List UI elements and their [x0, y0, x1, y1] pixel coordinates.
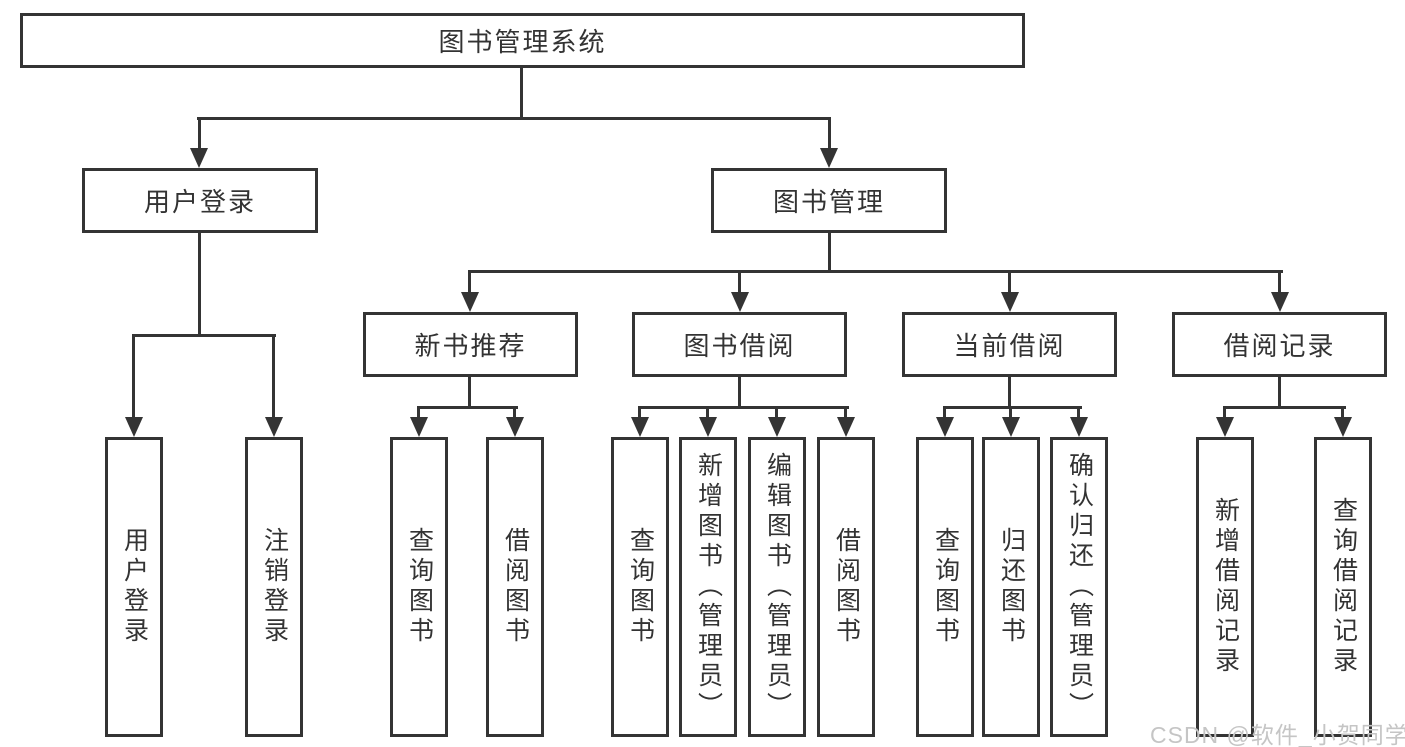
leaf-return-books: 归还图书	[982, 437, 1040, 737]
connector-line	[197, 117, 831, 120]
leaf-add-borrow-record: 新增借阅记录	[1196, 437, 1254, 737]
arrow-down-icon	[768, 417, 786, 437]
leaf-edit-books-admin: 编辑图书（管理员）	[748, 437, 806, 737]
connector-line	[132, 334, 276, 337]
arrow-down-icon	[699, 417, 717, 437]
connector-line	[706, 406, 709, 420]
leaf-query-borrow-record: 查询借阅记录	[1314, 437, 1372, 737]
arrow-down-icon	[1001, 292, 1019, 312]
arrow-down-icon	[820, 148, 838, 168]
connector-line	[1223, 406, 1226, 420]
connector-line	[943, 406, 946, 420]
node-new-book-recommend: 新书推荐	[363, 312, 578, 377]
connector-line	[738, 377, 741, 409]
connector-line	[468, 377, 471, 409]
connector-line	[1077, 406, 1080, 420]
connector-line	[417, 406, 420, 420]
arrow-down-icon	[1216, 417, 1234, 437]
connector-line	[943, 406, 1082, 409]
arrow-down-icon	[936, 417, 954, 437]
node-book-management: 图书管理	[711, 168, 947, 233]
connector-line	[1008, 377, 1011, 409]
leaf-borrow-books-recommend: 借阅图书	[486, 437, 544, 737]
connector-line	[272, 334, 275, 419]
connector-line	[1008, 270, 1011, 295]
connector-line	[1278, 270, 1281, 295]
arrow-down-icon	[731, 292, 749, 312]
leaf-add-books-admin: 新增图书（管理员）	[679, 437, 737, 737]
connector-line	[1009, 406, 1012, 420]
connector-line	[198, 233, 201, 337]
leaf-user-login: 用户登录	[105, 437, 163, 737]
connector-line	[828, 117, 831, 151]
connector-line	[738, 270, 741, 295]
connector-line	[1223, 406, 1346, 409]
connector-line	[638, 406, 849, 409]
leaf-borrow-books: 借阅图书	[817, 437, 875, 737]
node-borrowing-records: 借阅记录	[1172, 312, 1387, 377]
connector-line	[1278, 376, 1281, 409]
arrow-down-icon	[190, 148, 208, 168]
arrow-down-icon	[1334, 417, 1352, 437]
arrow-down-icon	[1002, 417, 1020, 437]
connector-line	[844, 406, 847, 420]
leaf-confirm-return-admin: 确认归还（管理员）	[1050, 437, 1108, 737]
leaf-query-books-borrow: 查询图书	[611, 437, 669, 737]
connector-line	[638, 406, 641, 420]
leaf-query-books-recommend: 查询图书	[390, 437, 448, 737]
connector-line	[775, 406, 778, 420]
connector-line	[468, 270, 471, 295]
connector-line	[417, 406, 518, 409]
connector-line	[132, 334, 135, 419]
connector-line	[520, 68, 523, 119]
arrow-down-icon	[125, 417, 143, 437]
leaf-query-books-current: 查询图书	[916, 437, 974, 737]
connector-line	[1341, 406, 1344, 420]
node-root-system: 图书管理系统	[20, 13, 1025, 68]
leaf-logout: 注销登录	[245, 437, 303, 737]
connector-line	[828, 232, 831, 273]
csdn-watermark: CSDN @软件_小贺同学	[1150, 722, 1405, 747]
arrow-down-icon	[631, 417, 649, 437]
arrow-down-icon	[410, 417, 428, 437]
connector-line	[198, 117, 201, 151]
connector-line	[468, 270, 1283, 273]
arrow-down-icon	[461, 292, 479, 312]
connector-line	[513, 406, 516, 420]
arrow-down-icon	[265, 417, 283, 437]
node-book-borrowing: 图书借阅	[632, 312, 847, 377]
node-current-borrowing: 当前借阅	[902, 312, 1117, 377]
node-user-login: 用户登录	[82, 168, 318, 233]
arrow-down-icon	[837, 417, 855, 437]
arrow-down-icon	[506, 417, 524, 437]
arrow-down-icon	[1271, 292, 1289, 312]
arrow-down-icon	[1070, 417, 1088, 437]
